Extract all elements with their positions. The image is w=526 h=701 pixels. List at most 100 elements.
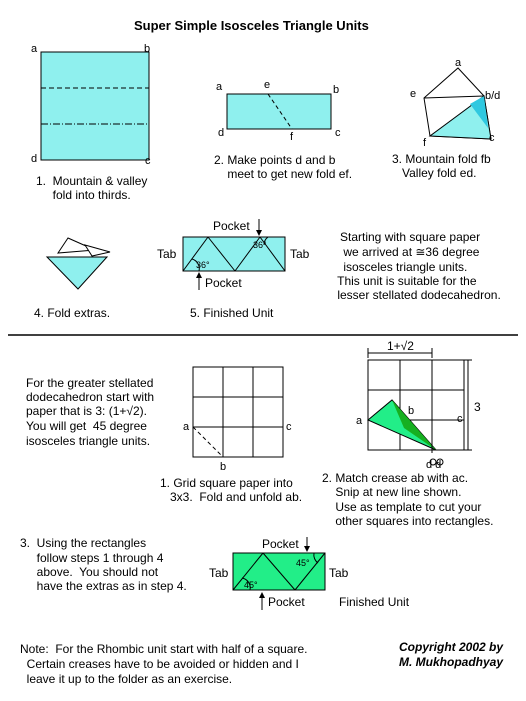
label-c: c (335, 127, 341, 139)
footer-note-line3: leave it up to the folder as an exercise… (20, 672, 233, 686)
step1-caption-line2: fold into thirds. (36, 188, 131, 202)
green-shade (392, 400, 436, 450)
angle-label-top: 36° (253, 240, 267, 250)
angle-label-bottom: 36° (196, 260, 210, 270)
scissors-icon (429, 458, 437, 466)
step1-caption-line1: 1. Mountain & valley (36, 174, 148, 188)
lesser-note-line1: Starting with square paper (340, 230, 481, 244)
pocket-arrowhead-top-green (304, 546, 310, 552)
bottom-step3-line2: follow steps 1 through 4 (20, 551, 164, 565)
unit-green-diag-2 (262, 552, 296, 591)
step3-caption-line2: Valley fold ed. (392, 166, 477, 180)
unit-green-diag-1 (232, 552, 264, 591)
angle-arc-cyan-bottom (191, 258, 200, 272)
tab-label-right: Tab (290, 247, 310, 261)
fold-ef-line (267, 93, 293, 130)
green-tab-label-left: Tab (209, 566, 229, 580)
step2-label-dd: d d (426, 459, 442, 471)
page-title: Super Simple Isosceles Triangle Units (134, 18, 369, 33)
lesser-note-line4: This unit is suitable for the (334, 274, 477, 288)
step4-back-flap (57, 237, 96, 254)
greater-intro-line1: For the greater stellated (26, 376, 154, 390)
label-f: f (423, 137, 427, 149)
label-b: b (333, 84, 340, 96)
label-b-d: b/d (485, 90, 501, 102)
grid-label-c: c (286, 421, 292, 433)
bottom-step3-line3: above. You should not (20, 565, 159, 579)
green-pocket-label-bottom: Pocket (268, 595, 305, 609)
label-a: a (216, 81, 223, 93)
step4-back-flap-2 (83, 244, 111, 257)
step2-label-a: a (356, 415, 363, 427)
pocket-label-bottom: Pocket (205, 276, 242, 290)
lesser-note-line5: lesser stellated dodecahedron. (334, 288, 501, 302)
green-tab-label-right: Tab (329, 566, 349, 580)
grid-label-a: a (183, 421, 190, 433)
bottom-step3-line4: have the extras as in step 4. (20, 579, 187, 593)
step2-rectangle (226, 93, 332, 130)
dim-width-label: 1+√2 (387, 339, 414, 353)
pocket-label-top: Pocket (213, 219, 250, 233)
angle-arc-green-top (313, 552, 319, 564)
unit-cyan-rect (182, 236, 286, 272)
angle-arc-cyan-top (263, 236, 269, 246)
unit-cyan-diag-2 (207, 236, 236, 272)
bottom-step1-line1: 1. Grid square paper into (160, 476, 293, 490)
step5-caption: 5. Finished Unit (190, 306, 274, 320)
bottom-step2-line3: Use as template to cut your (322, 500, 482, 514)
tab-label-left: Tab (157, 247, 177, 261)
label-d: d (218, 127, 225, 139)
label-e: e (410, 88, 417, 100)
step1-square (40, 51, 150, 161)
label-d: d (31, 153, 38, 165)
greater-intro-line4: You will get 45 degree (26, 419, 147, 433)
scissors-icon-2 (436, 458, 444, 466)
footer-note-line2: Certain creases have to be avoided or hi… (20, 657, 299, 671)
bottom-step3-line1: 3. Using the rectangles (20, 536, 147, 550)
grid-label-b: b (220, 461, 227, 473)
green-angle-label-bottom: 45° (244, 580, 258, 590)
pocket-arrowhead-bottom-green (259, 592, 265, 598)
label-a: a (455, 57, 462, 69)
step3-crease (423, 95, 485, 99)
label-e: e (264, 79, 271, 91)
step2-caption-line1: 2. Make points d and b (214, 153, 336, 167)
label-c: c (489, 132, 495, 144)
footer-note-line1: Note: For the Rhombic unit start with ha… (20, 642, 308, 656)
label-a: a (31, 43, 38, 55)
label-f: f (290, 131, 294, 143)
step2-caption-line2: meet to get new fold ef. (214, 167, 353, 181)
pocket-arrowhead-bottom (196, 272, 202, 278)
greater-intro-line3: paper that is 3: (1+√2). (26, 404, 147, 418)
unit-green-diag-3 (294, 552, 326, 591)
pocket-arrowhead-top (256, 230, 262, 236)
label-b: b (144, 43, 151, 55)
angle-arc-green-bottom (241, 577, 251, 591)
bottom-step1-line2: 3x3. Fold and unfold ab. (160, 490, 303, 504)
copyright-line2: M. Mukhopadhyay (399, 655, 504, 669)
step2-label-c: c (457, 413, 463, 425)
step3-caption-line1: 3. Mountain fold fb (392, 152, 491, 166)
crease-ab (192, 426, 224, 458)
greater-intro-line5: isosceles triangle units. (26, 434, 151, 448)
bottom-step2-line4: other squares into rectangles. (322, 514, 494, 528)
dim-height-label: 3 (474, 400, 481, 414)
bottom-step2-line1: 2. Match crease ab with ac. (322, 471, 469, 485)
step4-triangle (45, 256, 109, 290)
unit-cyan-diag-3 (234, 236, 261, 272)
green-pocket-label-top: Pocket (262, 537, 299, 551)
unit-cyan-diag-1 (182, 236, 209, 272)
step3-shadow (470, 96, 488, 128)
greater-intro-line2: dodecahedron start with (26, 390, 155, 404)
step2-label-b: b (408, 405, 415, 417)
lesser-note-line2: we arrived at ≅36 degree (340, 245, 480, 259)
green-angle-label-top: 45° (296, 558, 310, 568)
copyright-line1: Copyright 2002 by (399, 640, 504, 654)
label-c: c (145, 155, 151, 167)
finished-unit-label: Finished Unit (339, 595, 410, 609)
step4-caption: 4. Fold extras. (34, 306, 111, 320)
bottom-step2-line2: Snip at new line shown. (322, 485, 462, 499)
grid-square (192, 366, 284, 458)
lesser-note-line3: isosceles triangle units. (340, 260, 468, 274)
